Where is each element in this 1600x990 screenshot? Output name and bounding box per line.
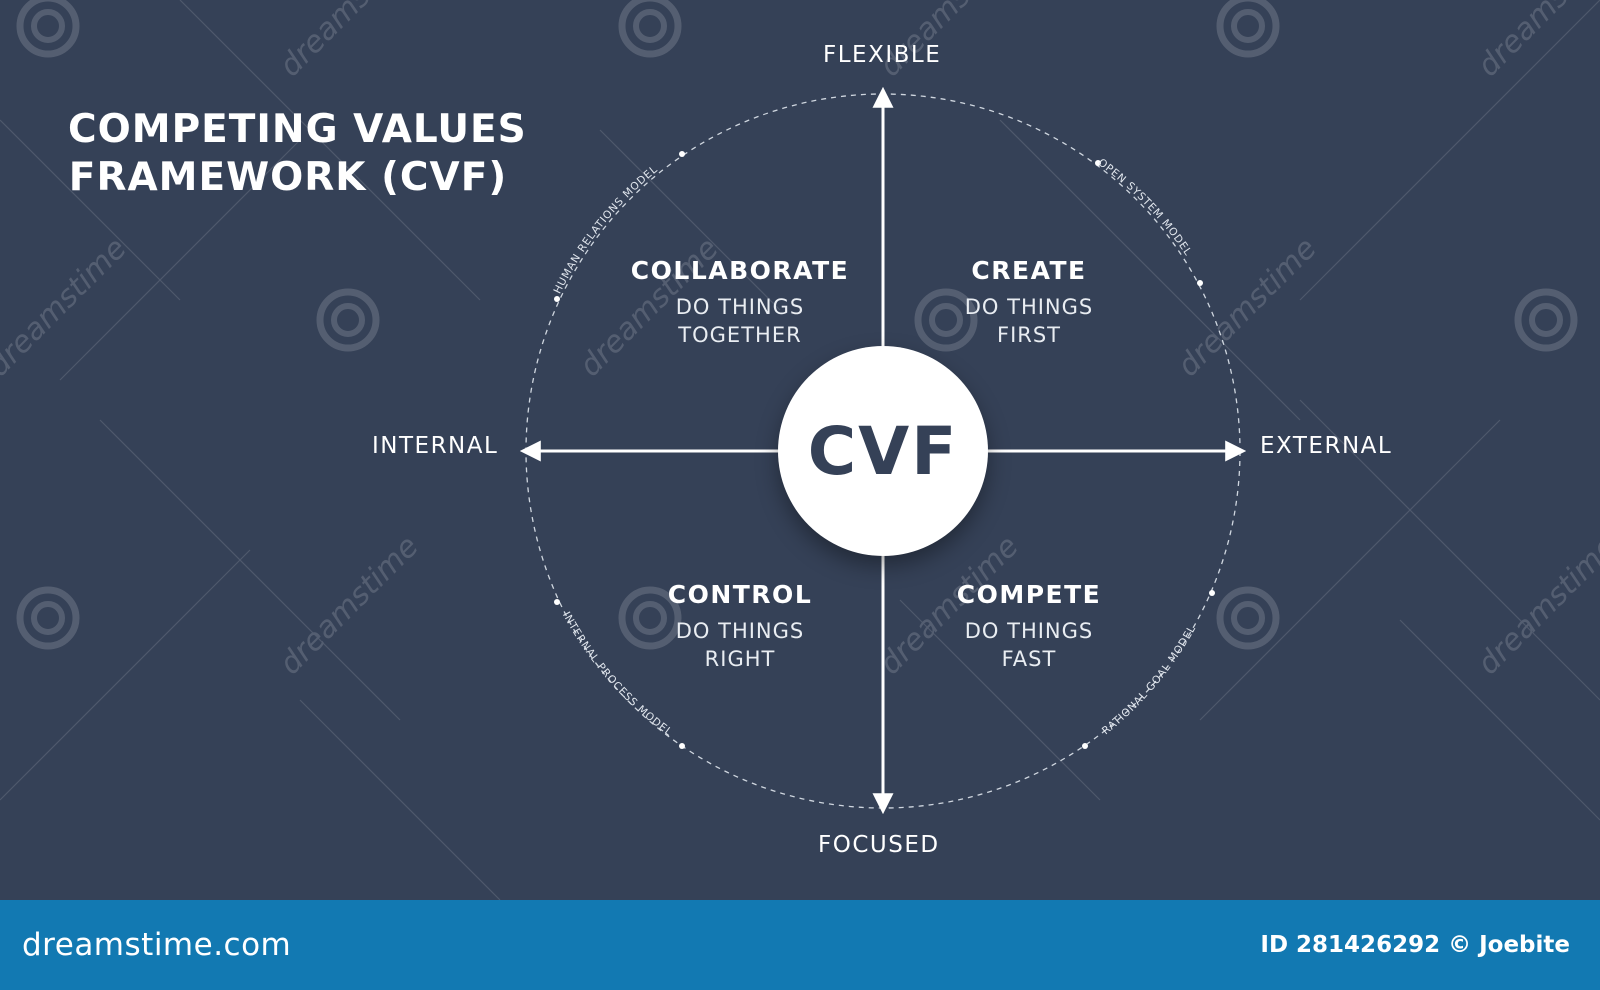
quadrant-title: COLLABORATE bbox=[630, 256, 850, 285]
title-line-2: FRAMEWORK (CVF) bbox=[68, 155, 508, 200]
quadrant-subtitle-line: DO THINGS bbox=[964, 295, 1094, 319]
watermark-spiral-icon bbox=[1216, 0, 1280, 58]
quadrant-compete: COMPETE DO THINGS FAST bbox=[899, 580, 1159, 673]
page-title: COMPETING VALUES FRAMEWORK (CVF) bbox=[68, 106, 527, 202]
watermark-text: dreamstime bbox=[0, 231, 134, 384]
quadrant-subtitle-line: DO THINGS bbox=[675, 619, 805, 643]
center-label: CVF bbox=[807, 412, 959, 490]
quadrant-subtitle: DO THINGS RIGHT bbox=[610, 617, 870, 673]
diagram-graphics: dreamstime dreamstime dreamstime dreamst… bbox=[0, 0, 1600, 900]
axis-label-internal: INTERNAL bbox=[372, 433, 499, 459]
quadrant-title: CREATE bbox=[971, 256, 1087, 285]
watermark-text: dreamstime bbox=[1471, 529, 1600, 682]
watermark-text: dreamstime bbox=[1171, 231, 1324, 384]
quadrant-subtitle-line: DO THINGS bbox=[964, 619, 1094, 643]
watermark-spiral-icon bbox=[1216, 586, 1280, 650]
watermark-text: dreamstime bbox=[1471, 0, 1600, 84]
watermark-text: dreamstime bbox=[273, 529, 426, 682]
quadrant-title: COMPETE bbox=[956, 580, 1102, 609]
footer-bar: dreamstime.com ID 281426292 © Joebite bbox=[0, 900, 1600, 990]
title-line-1: COMPETING VALUES bbox=[68, 107, 527, 152]
quadrant-subtitle-line: RIGHT bbox=[704, 647, 776, 671]
quadrant-subtitle: DO THINGS FIRST bbox=[899, 293, 1159, 349]
quadrant-subtitle-line: FIRST bbox=[996, 323, 1062, 347]
quadrant-collaborate: COLLABORATE DO THINGS TOGETHER bbox=[610, 256, 870, 349]
watermark-spiral-icon bbox=[16, 0, 80, 58]
quadrant-subtitle-line: TOGETHER bbox=[678, 323, 802, 347]
quadrant-subtitle: DO THINGS FAST bbox=[899, 617, 1159, 673]
circle-dots bbox=[554, 151, 1215, 749]
quadrant-subtitle-line: DO THINGS bbox=[675, 295, 805, 319]
axis-label-flexible: FLEXIBLE bbox=[823, 42, 942, 68]
axis-label-focused: FOCUSED bbox=[818, 832, 940, 858]
watermark-text: dreamstime bbox=[273, 0, 426, 84]
model-label-top-right: OPEN SYSTEM MODEL bbox=[1096, 157, 1194, 259]
quadrant-control: CONTROL DO THINGS RIGHT bbox=[610, 580, 870, 673]
watermark-spiral-icon bbox=[914, 288, 978, 352]
quadrant-subtitle: DO THINGS TOGETHER bbox=[610, 293, 870, 349]
quadrant-subtitle-line: FAST bbox=[1001, 647, 1057, 671]
quadrant-title: CONTROL bbox=[667, 580, 813, 609]
quadrant-create: CREATE DO THINGS FIRST bbox=[899, 256, 1159, 349]
watermark-spiral-icon bbox=[618, 586, 682, 650]
axis-label-external: EXTERNAL bbox=[1260, 433, 1393, 459]
model-label-text: OPEN SYSTEM MODEL bbox=[1096, 157, 1194, 259]
diagram-stage: dreamstime dreamstime dreamstime dreamst… bbox=[0, 0, 1600, 900]
watermark-spiral-icon bbox=[316, 288, 380, 352]
watermark-spiral-icon bbox=[1514, 288, 1578, 352]
center-circle: CVF bbox=[778, 346, 988, 556]
footer-credit: ID 281426292 © Joebite bbox=[1260, 932, 1570, 958]
watermark-spiral-icon bbox=[16, 586, 80, 650]
footer-brand: dreamstime.com bbox=[22, 927, 292, 963]
watermark-spiral-icon bbox=[618, 0, 682, 58]
